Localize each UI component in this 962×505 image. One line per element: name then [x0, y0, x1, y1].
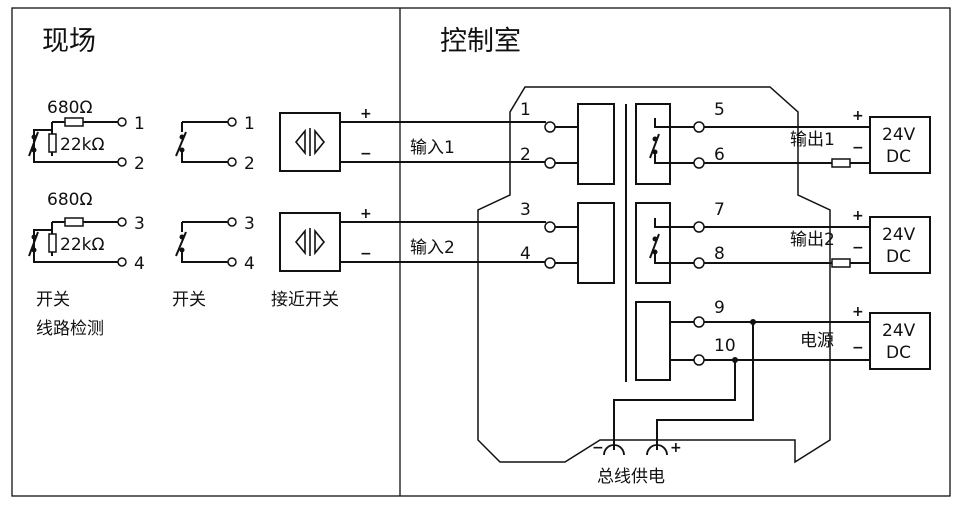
module-terminal-3-label: 3	[520, 200, 531, 220]
module-terminal-9-label: 9	[714, 298, 725, 318]
input-1-minus-sign: −	[360, 146, 372, 162]
line-detect-caption-2: 线路检测	[36, 319, 104, 339]
parallel-resistor	[48, 133, 57, 153]
plain-switch-1: 1 2	[175, 114, 255, 174]
line-detect-switch-1: 680Ω 1 22kΩ 2	[28, 98, 145, 174]
output-1-label: 输出1	[790, 130, 835, 150]
proximity-sensor-1	[279, 112, 341, 172]
input-2-plus-sign: +	[360, 206, 372, 222]
parallel-resistor-label: 22kΩ	[60, 235, 104, 255]
proximity-caption: 接近开关	[271, 290, 339, 310]
module-terminal-8	[693, 257, 705, 269]
output-2-load-voltage: 24V	[882, 225, 916, 245]
module-terminal-5-label: 5	[714, 100, 725, 120]
series-resistor-label: 680Ω	[47, 98, 92, 118]
terminal-2-label: 2	[134, 154, 145, 174]
switch-caption: 开关	[172, 290, 206, 310]
bus-minus-wire	[613, 360, 736, 450]
module-terminal-10-label: 10	[714, 336, 736, 356]
series-resistor-label: 680Ω	[47, 190, 92, 210]
isolator-module-housing	[477, 86, 831, 464]
bus-plus-sign: +	[670, 440, 682, 456]
power-load-type: DC	[886, 343, 911, 363]
module-terminal-10	[693, 354, 705, 366]
terminal-4	[117, 257, 127, 267]
output-2-load-box	[869, 216, 931, 274]
module-terminal-8-label: 8	[714, 244, 725, 264]
output-2-load-type: DC	[886, 247, 911, 267]
output-1-minus-sign: −	[852, 140, 864, 156]
diagram-frame	[11, 7, 951, 497]
terminal-1-label: 1	[134, 114, 145, 134]
output-1-plus-sign: +	[852, 108, 864, 124]
module-terminal-9	[693, 316, 705, 328]
line-detect-caption-1: 开关	[36, 290, 70, 310]
terminal-4-label: 4	[134, 254, 145, 274]
bus-power-label: 总线供电	[597, 467, 665, 487]
output-2-relay	[635, 202, 671, 284]
bus-plus-connector	[646, 444, 668, 456]
input-2-label: 输入2	[410, 238, 455, 258]
bus-plus-wire	[656, 322, 754, 450]
output-1-resistor	[831, 158, 851, 168]
terminal-3-label: 3	[134, 214, 145, 234]
output-1-relay	[635, 103, 671, 185]
series-resistor	[64, 117, 84, 127]
series-resistor	[64, 217, 84, 227]
terminal-2	[117, 157, 127, 167]
module-terminal-4-label: 4	[520, 244, 531, 264]
bus-minus-connector	[603, 444, 625, 456]
proximity-sensor-2	[279, 212, 341, 272]
switch-terminal-3-label: 3	[244, 214, 255, 234]
terminal-3	[117, 217, 127, 227]
output-2-resistor	[831, 258, 851, 268]
power-plus-sign: +	[852, 304, 864, 320]
output-1-load-box	[869, 116, 931, 174]
output-1-load-type: DC	[886, 147, 911, 167]
input-1-label: 输入1	[410, 138, 455, 158]
power-minus-sign: −	[852, 340, 864, 356]
output-2-label: 输出2	[790, 230, 835, 250]
output-2-plus-sign: +	[852, 208, 864, 224]
module-terminal-1-label: 1	[520, 100, 531, 120]
module-terminal-6	[693, 157, 705, 169]
module-terminal-4	[544, 257, 556, 269]
power-load-box	[869, 312, 931, 370]
switch-terminal-4-label: 4	[244, 254, 255, 274]
parallel-resistor	[48, 233, 57, 253]
module-terminal-5	[693, 121, 705, 133]
proximity-sensor-icon	[294, 228, 306, 256]
bus-minus-sign: −	[592, 440, 604, 456]
input-2-coil	[577, 202, 615, 284]
power-label: 电源	[800, 331, 834, 351]
module-terminal-7	[693, 221, 705, 233]
input-2-minus-sign: −	[360, 246, 372, 262]
power-load-voltage: 24V	[882, 321, 916, 341]
module-terminal-6-label: 6	[714, 145, 725, 165]
module-terminal-2-label: 2	[520, 145, 531, 165]
input-1-coil	[577, 103, 615, 185]
module-terminal-7-label: 7	[714, 200, 725, 220]
terminal-1	[117, 117, 127, 127]
module-terminal-3	[544, 221, 556, 233]
field-panel-title: 现场	[42, 26, 96, 57]
line-detect-switch-2: 680Ω 3 22kΩ 4	[28, 190, 145, 274]
plain-switch-2: 3 4	[175, 214, 255, 274]
output-1-load-voltage: 24V	[882, 125, 916, 145]
proximity-sensor-icon	[294, 128, 306, 156]
switch-terminal-2-label: 2	[244, 154, 255, 174]
module-terminal-2	[544, 157, 556, 169]
parallel-resistor-label: 22kΩ	[60, 135, 104, 155]
input-1-plus-sign: +	[360, 106, 372, 122]
control-room-panel-title: 控制室	[440, 26, 521, 57]
power-supply-block	[635, 301, 671, 381]
module-terminal-1	[544, 121, 556, 133]
output-2-minus-sign: −	[852, 240, 864, 256]
switch-terminal-1-label: 1	[244, 114, 255, 134]
